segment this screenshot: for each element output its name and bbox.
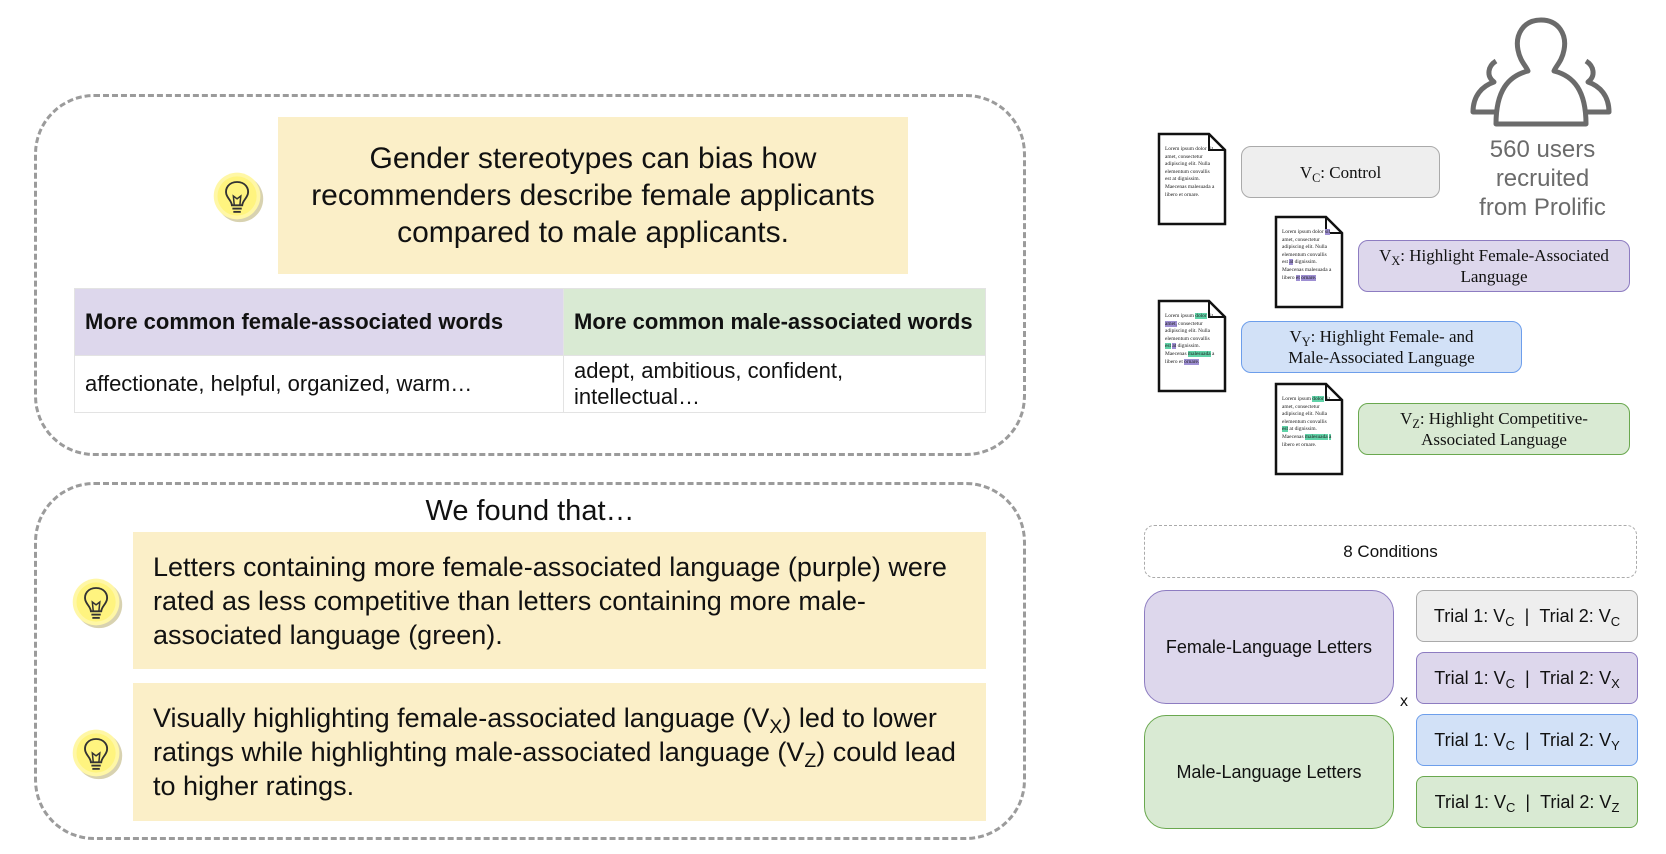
- document-text: Lorem ipsum dolor sit amet, consectetur …: [1282, 396, 1332, 448]
- hypothesis-text: Gender stereotypes can bias how recommen…: [311, 142, 875, 249]
- female-words-header: More common female-associated words: [74, 288, 564, 356]
- condition-docs: Lorem ipsum dolor sit amet, consectetur …: [1150, 128, 1650, 478]
- male-language-letters-label: Male-Language Letters: [1176, 761, 1362, 782]
- finding-2-text: Visually highlighting female-associated …: [153, 703, 956, 801]
- hypothesis-panel: [34, 94, 1026, 456]
- male-words-cell: adept, ambitious, confident, intellectua…: [563, 355, 986, 413]
- lightbulb-icon: [69, 725, 125, 781]
- female-words-cell: affectionate, helpful, organized, warm…: [74, 355, 564, 413]
- document-icon: [1274, 215, 1344, 309]
- hypothesis-box: Gender stereotypes can bias how recommen…: [278, 117, 908, 274]
- finding-2-box: Visually highlighting female-associated …: [133, 683, 986, 821]
- finding-1-box: Letters containing more female-associate…: [133, 532, 986, 669]
- female-language-letters-box: Female-Language Letters: [1144, 590, 1394, 704]
- trial-pair-vc-vy: Trial 1: VC | Trial 2: VY: [1416, 714, 1638, 766]
- condition-vx-box: VX: Highlight Female-Associated Language: [1358, 240, 1630, 292]
- participants-text: 560 users recruited from Prolific: [1479, 136, 1606, 221]
- users-icon: [1470, 17, 1612, 127]
- male-words-header: More common male-associated words: [563, 288, 986, 356]
- doc-vy: Lorem ipsum dolor sit amet, consectetur …: [1157, 299, 1227, 398]
- document-icon: [1274, 382, 1344, 476]
- condition-vy-box: VY: Highlight Female- and Male-Associate…: [1241, 321, 1522, 373]
- document-text: Lorem ipsum dolor sit amet, consectetur …: [1165, 313, 1215, 365]
- doc-control: Lorem ipsum dolor sit amet, consectetur …: [1157, 132, 1227, 231]
- lightbulb-icon: [210, 168, 266, 224]
- conditions-count-box: 8 Conditions: [1144, 525, 1637, 578]
- condition-control-box: VC: Control: [1241, 146, 1440, 198]
- document-text: Lorem ipsum dolor sit amet, consectetur …: [1165, 146, 1215, 198]
- doc-vx: Lorem ipsum dolor sit amet, consectetur …: [1274, 215, 1344, 314]
- findings-panel: [34, 482, 1026, 840]
- findings-heading: We found that…: [360, 491, 700, 531]
- times-symbol: x: [1400, 693, 1408, 710]
- document-icon: [1157, 132, 1227, 226]
- male-language-letters-box: Male-Language Letters: [1144, 715, 1394, 829]
- finding-1-text: Letters containing more female-associate…: [153, 552, 947, 650]
- condition-vz-box: VZ: Highlight Competitive-Associated Lan…: [1358, 403, 1630, 455]
- doc-vz: Lorem ipsum dolor sit amet, consectetur …: [1274, 382, 1344, 481]
- conditions-count-label: 8 Conditions: [1343, 541, 1438, 561]
- document-text: Lorem ipsum dolor sit amet, consectetur …: [1282, 229, 1332, 281]
- trial-pair-vc-vx: Trial 1: VC | Trial 2: VX: [1416, 652, 1638, 704]
- female-language-letters-label: Female-Language Letters: [1165, 636, 1373, 657]
- word-association-table: More common female-associated words More…: [74, 288, 986, 413]
- trial-pair-vc-vz: Trial 1: VC | Trial 2: VZ: [1416, 776, 1638, 828]
- trial-pair-vc-vc: Trial 1: VC | Trial 2: VC: [1416, 590, 1638, 642]
- lightbulb-icon: [69, 574, 125, 630]
